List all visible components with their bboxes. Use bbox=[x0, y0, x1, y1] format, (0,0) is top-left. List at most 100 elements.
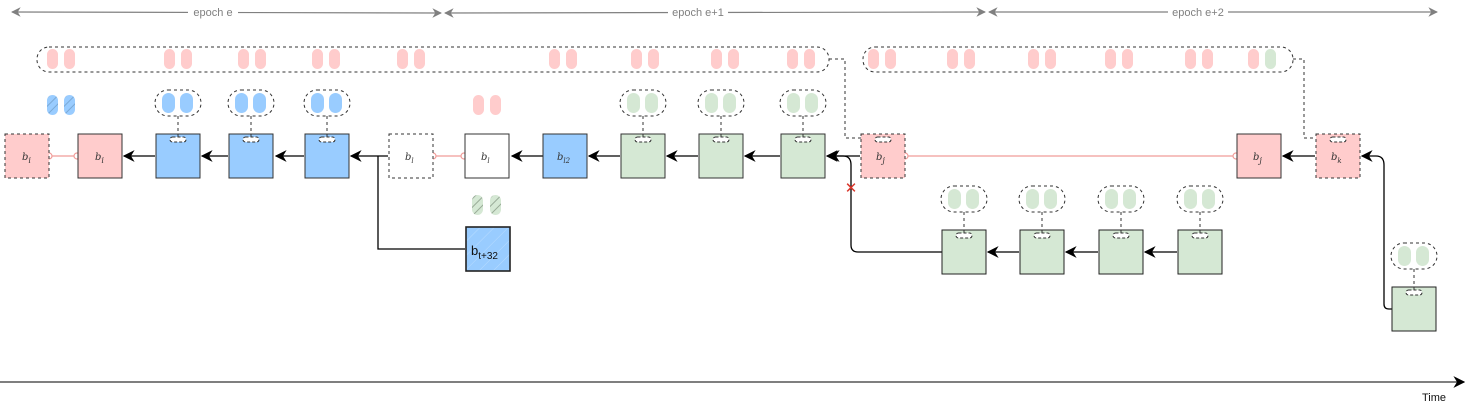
attestation-pill bbox=[414, 49, 425, 69]
attestation-pill bbox=[947, 49, 958, 69]
attestation-pill bbox=[164, 49, 175, 69]
attestation-pill bbox=[728, 49, 739, 69]
attestation-slot bbox=[1033, 232, 1051, 239]
block-bj[interactable]: bj bbox=[1236, 133, 1282, 179]
hatched-green-pills bbox=[472, 195, 501, 215]
attestation-bubble bbox=[1390, 242, 1438, 270]
attestation-bubbles bbox=[154, 89, 1438, 296]
attestation-pill bbox=[1416, 246, 1429, 266]
epoch-e-label: epoch e bbox=[193, 7, 232, 19]
attestation-bubble bbox=[154, 89, 202, 117]
attestation-pill bbox=[627, 93, 640, 113]
attestation-pill bbox=[1185, 49, 1196, 69]
pending-group-left bbox=[36, 46, 830, 73]
attestation-pill bbox=[312, 49, 323, 69]
pending-group-right bbox=[862, 46, 1294, 73]
attestation-pill bbox=[255, 49, 266, 69]
pink-pills-loose bbox=[473, 95, 501, 115]
block-bi[interactable]: bi bbox=[77, 133, 123, 179]
attestation-pill bbox=[868, 49, 879, 69]
attestation-slot bbox=[955, 232, 973, 239]
attestation-bubble bbox=[227, 89, 275, 117]
group-left-connector bbox=[829, 58, 862, 139]
attestation-pill bbox=[329, 93, 342, 113]
attestation-pill bbox=[1028, 49, 1039, 69]
attestation-slot bbox=[169, 136, 187, 143]
attestation-pill bbox=[549, 49, 560, 69]
attestation-pill bbox=[787, 49, 798, 69]
svg-text:bj: bj bbox=[876, 152, 885, 165]
epoch-ruler: epoch e epoch e+1 epoch e+2 bbox=[11, 5, 1438, 19]
attestation-pill bbox=[235, 93, 248, 113]
attestation-pill bbox=[1265, 49, 1276, 69]
svg-text:bl: bl bbox=[481, 152, 490, 165]
chain-edges bbox=[122, 150, 1392, 310]
attestation-slot bbox=[318, 136, 336, 143]
attestation-bubble bbox=[619, 89, 667, 117]
attestation-pill bbox=[631, 49, 642, 69]
attestation-pill bbox=[1044, 189, 1057, 209]
time-axis-label: Time bbox=[1422, 392, 1446, 404]
attestation-slot bbox=[242, 136, 260, 143]
attestation-pill bbox=[1398, 246, 1411, 266]
block-bi-ghost[interactable]: bi bbox=[4, 133, 50, 179]
attestation-pill bbox=[1123, 189, 1136, 209]
attestation-pill bbox=[787, 93, 800, 113]
attestation-pill bbox=[948, 189, 961, 209]
attestation-pill bbox=[238, 49, 249, 69]
hatched-blue-pills bbox=[47, 95, 75, 115]
svg-text:bl: bl bbox=[405, 152, 414, 165]
svg-text:bt+32: bt+32 bbox=[471, 243, 498, 262]
attestation-pill bbox=[329, 49, 340, 69]
attestation-pill bbox=[180, 93, 193, 113]
group-right-connector bbox=[1293, 58, 1320, 139]
attestation-pill bbox=[1105, 49, 1116, 69]
attestation-pill bbox=[645, 93, 658, 113]
attestation-slot bbox=[1112, 232, 1130, 239]
attestation-pill bbox=[181, 49, 192, 69]
block-bl2[interactable]: bl2 bbox=[542, 133, 588, 179]
attestation-pill bbox=[885, 49, 896, 69]
attestation-pill bbox=[253, 93, 266, 113]
attestation-slot bbox=[874, 136, 892, 143]
attestation-slot bbox=[634, 136, 652, 143]
attestation-pill bbox=[1202, 189, 1215, 209]
attestation-pill bbox=[804, 49, 815, 69]
attestation-pill bbox=[47, 49, 58, 69]
attestation-pill bbox=[311, 93, 324, 113]
attestation-pill bbox=[805, 93, 818, 113]
block-bt32[interactable]: bt+32 bbox=[465, 226, 511, 272]
attestation-pill bbox=[705, 93, 718, 113]
attestation-pill bbox=[711, 49, 722, 69]
block-bl-ghost[interactable]: bl bbox=[388, 133, 434, 179]
attestation-pill bbox=[966, 189, 979, 209]
attestation-pill bbox=[566, 49, 577, 69]
invalid-cross-icon: ✕ bbox=[845, 179, 858, 197]
attestation-slot bbox=[712, 136, 730, 143]
attestation-bubble bbox=[1176, 185, 1224, 213]
attestation-pill bbox=[1045, 49, 1056, 69]
svg-text:bi: bi bbox=[95, 152, 104, 165]
attestation-bubble bbox=[940, 185, 988, 213]
attestation-bubble bbox=[697, 89, 745, 117]
svg-text:bj: bj bbox=[1253, 152, 1262, 165]
attestation-bubble bbox=[303, 89, 351, 117]
attestation-bubble bbox=[1018, 185, 1066, 213]
attestation-bubble bbox=[1097, 185, 1145, 213]
attestation-pill bbox=[1122, 49, 1133, 69]
attestation-pill bbox=[1105, 189, 1118, 209]
attestation-pill bbox=[397, 49, 408, 69]
block-bl[interactable]: bl bbox=[464, 133, 510, 179]
attestation-pill bbox=[64, 49, 75, 69]
epoch-e1-label: epoch e+1 bbox=[672, 7, 724, 19]
svg-text:bi: bi bbox=[22, 152, 31, 165]
attestation-slot bbox=[1405, 289, 1423, 296]
attestation-slot bbox=[794, 136, 812, 143]
attestation-bubble bbox=[779, 89, 827, 117]
attestation-pill bbox=[723, 93, 736, 113]
attestation-pill bbox=[648, 49, 659, 69]
attestation-pill bbox=[162, 93, 175, 113]
svg-text:bl2: bl2 bbox=[557, 152, 571, 165]
svg-text:bk: bk bbox=[1331, 152, 1342, 165]
